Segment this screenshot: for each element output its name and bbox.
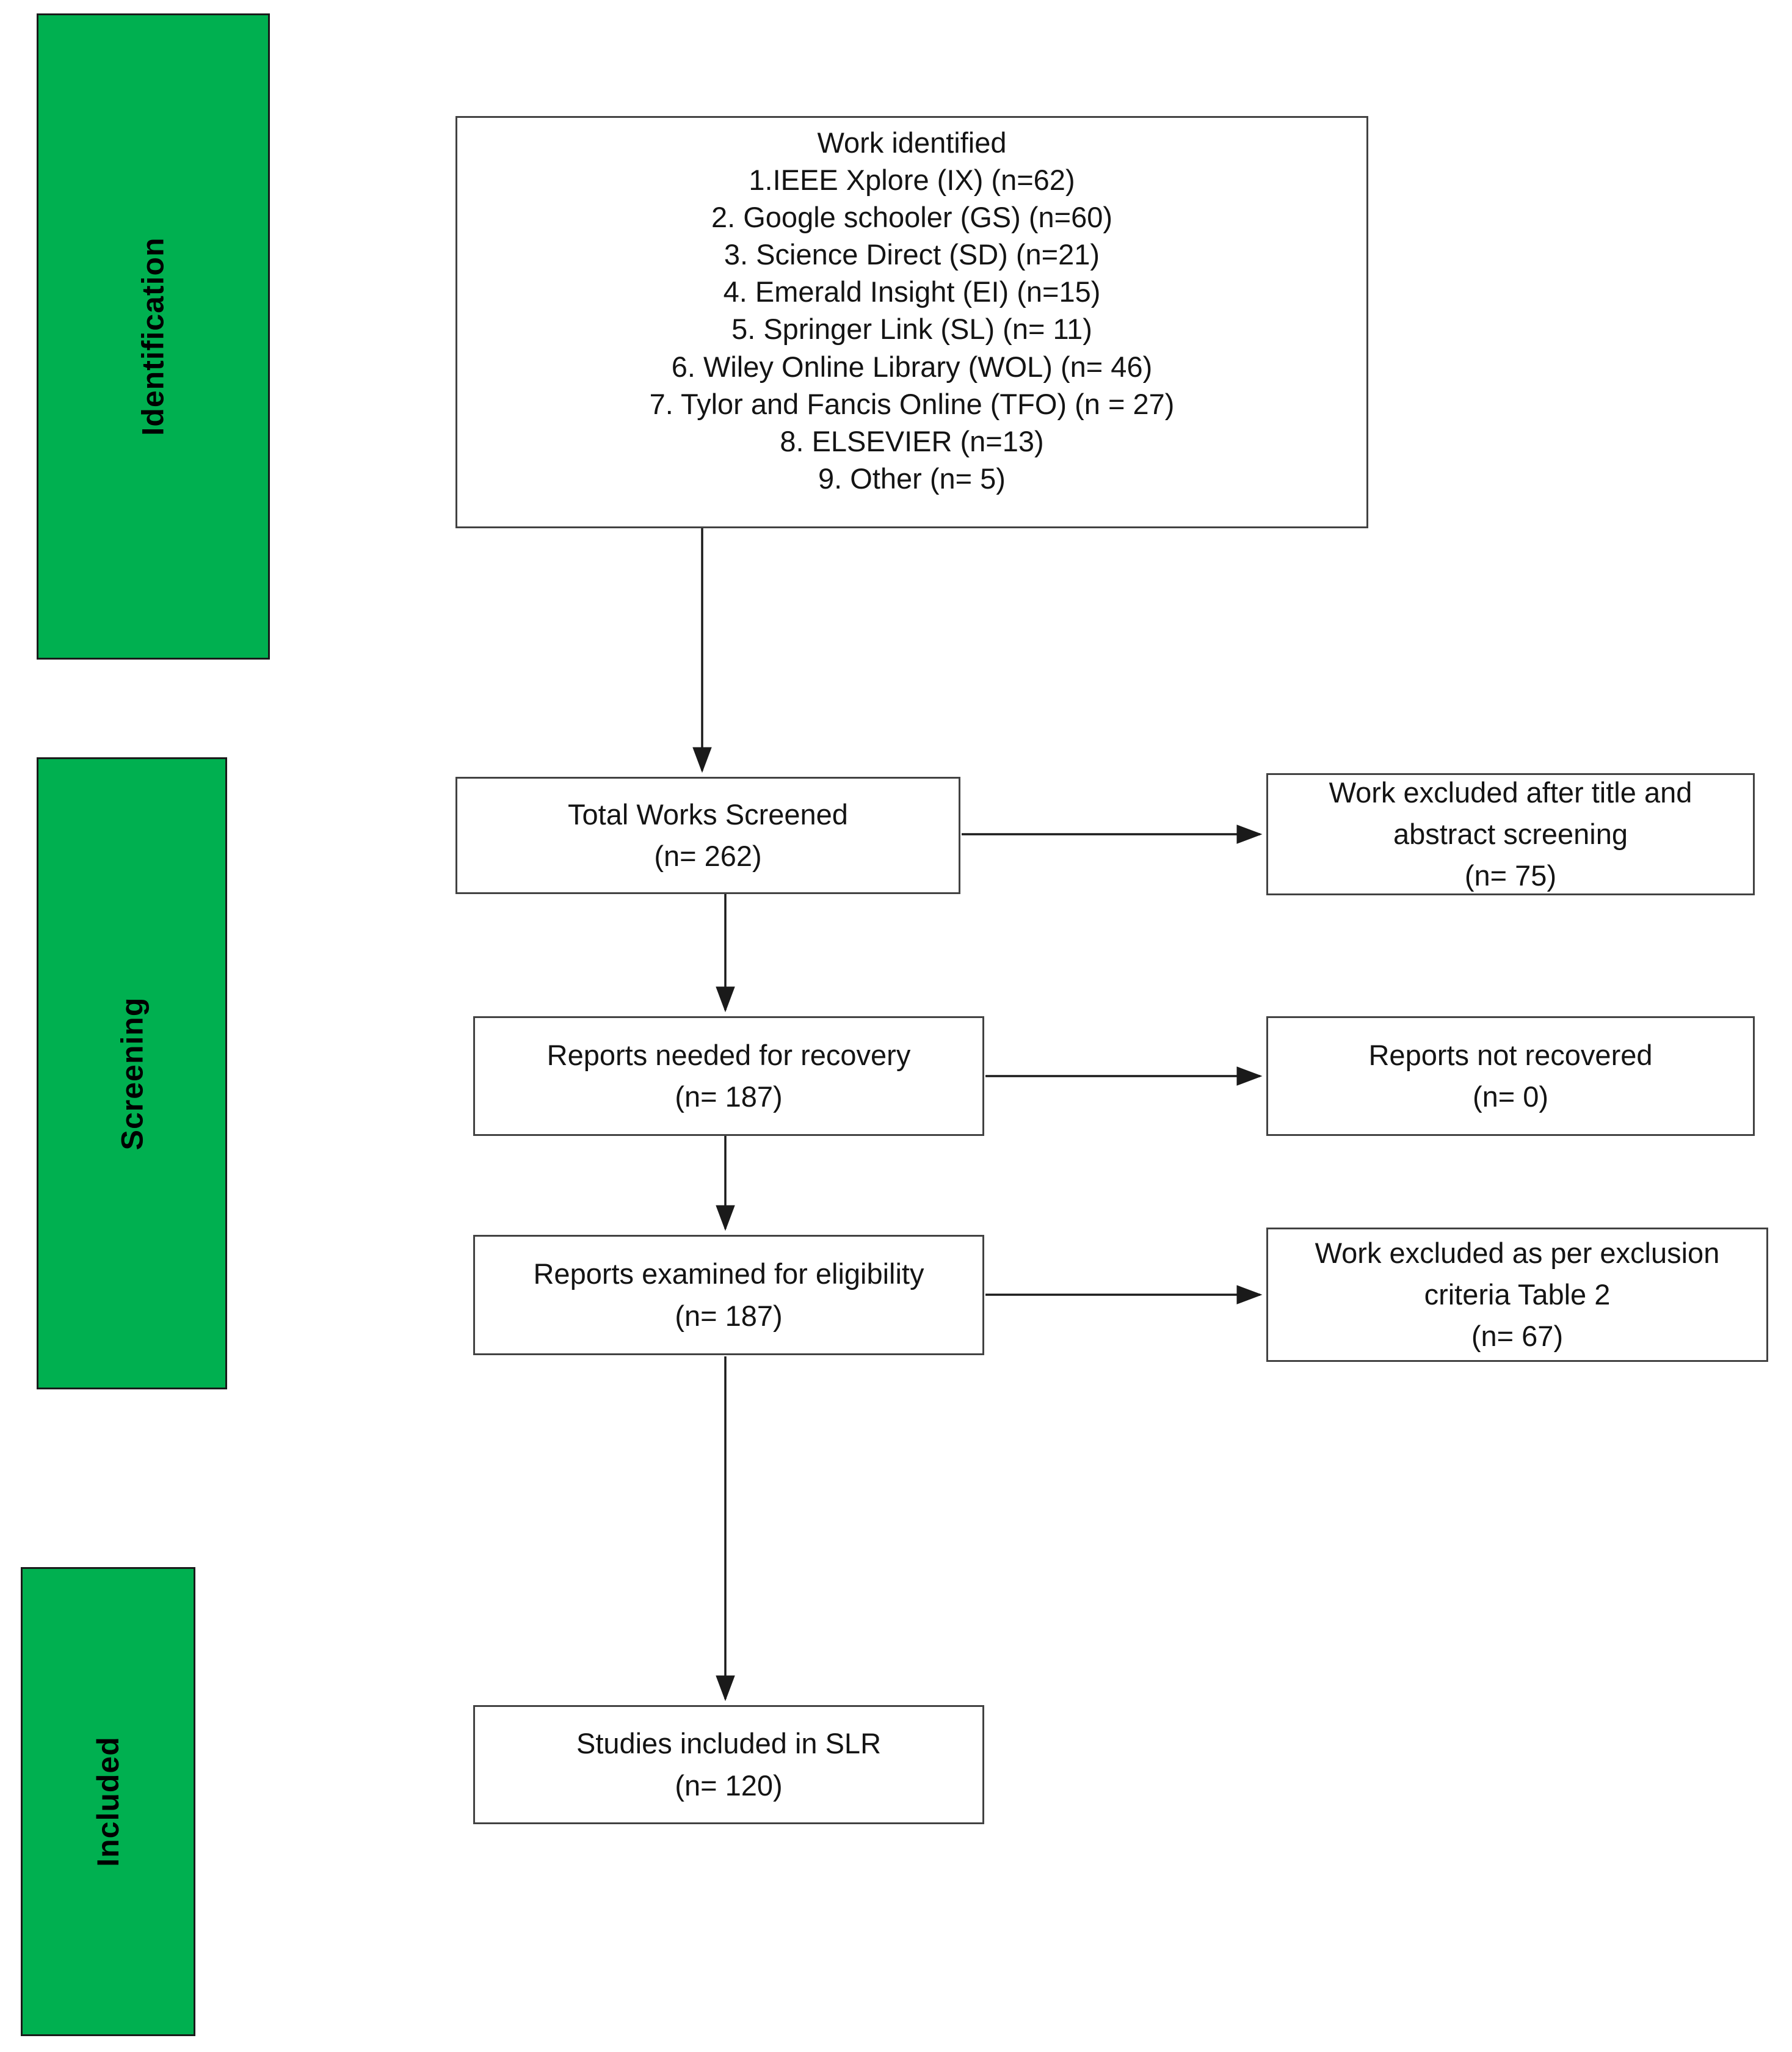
- source-item-9: 9. Other (n= 5): [818, 462, 1006, 495]
- source-item-8: 8. ELSEVIER (n=13): [780, 424, 1044, 457]
- box-count: (n= 75): [1464, 859, 1557, 892]
- source-item-3: 3. Science Direct (SD) (n=21): [724, 238, 1100, 271]
- box-studies-included: Studies included in SLR (n= 120): [473, 1705, 984, 1824]
- source-item-1: 1.IEEE Xplore (IX) (n=62): [749, 164, 1075, 197]
- box-text: Studies included in SLR: [576, 1727, 882, 1760]
- box-text: Reports examined for eligibility: [533, 1257, 924, 1290]
- box-reports-examined: Reports examined for eligibility (n= 187…: [473, 1235, 984, 1355]
- box-text: Reports needed for recovery: [546, 1038, 911, 1071]
- stage-band-screening: Screening: [37, 757, 227, 1389]
- box-count: (n= 187): [675, 1080, 783, 1113]
- box-reports-not-recovered: Reports not recovered (n= 0): [1266, 1016, 1755, 1136]
- box-text: Work excluded after title and abstract s…: [1329, 776, 1692, 850]
- box-count: (n= 187): [675, 1299, 783, 1332]
- box-count: (n= 120): [675, 1769, 783, 1802]
- source-item-4: 4. Emerald Insight (EI) (n=15): [723, 275, 1101, 308]
- box-count: (n= 0): [1472, 1080, 1549, 1113]
- box-excluded-title-abstract: Work excluded after title and abstract s…: [1266, 773, 1755, 895]
- box-text: Reports not recovered: [1368, 1038, 1653, 1071]
- stage-label-included: Included: [90, 1736, 125, 1867]
- stage-label-screening: Screening: [115, 997, 149, 1150]
- work-identified-title: Work identified: [817, 126, 1007, 159]
- box-count: (n= 262): [654, 840, 762, 872]
- source-item-2: 2. Google schooler (GS) (n=60): [711, 201, 1112, 234]
- box-text: Work excluded as per exclusion criteria …: [1315, 1236, 1720, 1311]
- box-work-identified: Work identified 1.IEEE Xplore (IX) (n=62…: [455, 116, 1368, 528]
- source-item-6: 6. Wiley Online Library (WOL) (n= 46): [671, 350, 1153, 383]
- box-excluded-criteria: Work excluded as per exclusion criteria …: [1266, 1228, 1768, 1362]
- box-total-screened: Total Works Screened (n= 262): [455, 777, 960, 894]
- box-reports-needed: Reports needed for recovery (n= 187): [473, 1016, 984, 1136]
- stage-band-included: Included: [21, 1567, 195, 2036]
- stage-label-identification: Identification: [136, 237, 170, 436]
- stage-band-identification: Identification: [37, 13, 270, 660]
- box-count: (n= 67): [1471, 1320, 1564, 1353]
- source-item-5: 5. Springer Link (SL) (n= 11): [731, 313, 1092, 346]
- box-text: Total Works Screened: [568, 798, 848, 831]
- source-item-7: 7. Tylor and Fancis Online (TFO) (n = 27…: [649, 387, 1175, 420]
